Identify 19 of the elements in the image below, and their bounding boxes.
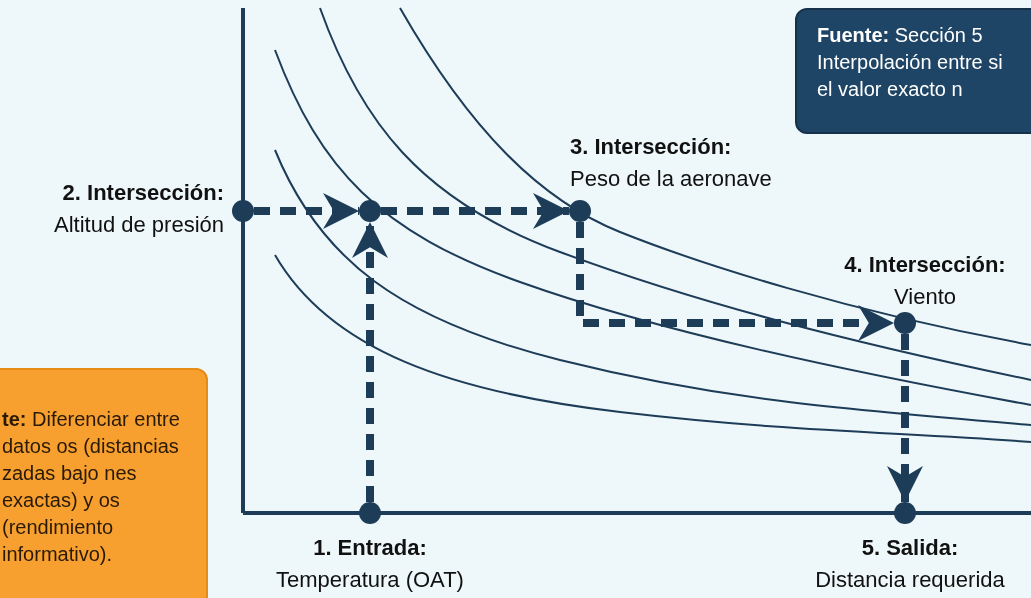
step-label: Temperatura (OAT) — [276, 567, 464, 592]
dashed-arrow — [576, 222, 894, 341]
note-card — [795, 8, 1031, 134]
step-label: Viento — [894, 284, 956, 309]
note-text: te: Diferenciar entre datos os (distancias zadas bajo nes exactas) y os (rendimiento informativo). — [2, 407, 180, 567]
dashed-arrow — [381, 193, 569, 229]
step-heading: 3. Intersección: — [570, 134, 732, 159]
step-label: Altitud de presión — [54, 212, 224, 237]
dashed-arrow — [887, 334, 923, 502]
step-heading: 4. Intersección: — [844, 252, 1006, 277]
note-text: Fuente: Sección 5 Interpolación entre si el valor exacto n — [817, 23, 1004, 102]
step-label: Distancia requerida — [815, 567, 1005, 592]
note-card — [0, 368, 208, 598]
dashed-arrow — [254, 193, 359, 229]
step-label: Peso de la aeronave — [570, 166, 772, 191]
step-heading: 5. Salida: — [861, 535, 959, 560]
dashed-arrow — [352, 222, 388, 502]
step-heading: 2. Intersección: — [62, 180, 224, 205]
step-heading: 1. Entrada: — [313, 535, 427, 560]
